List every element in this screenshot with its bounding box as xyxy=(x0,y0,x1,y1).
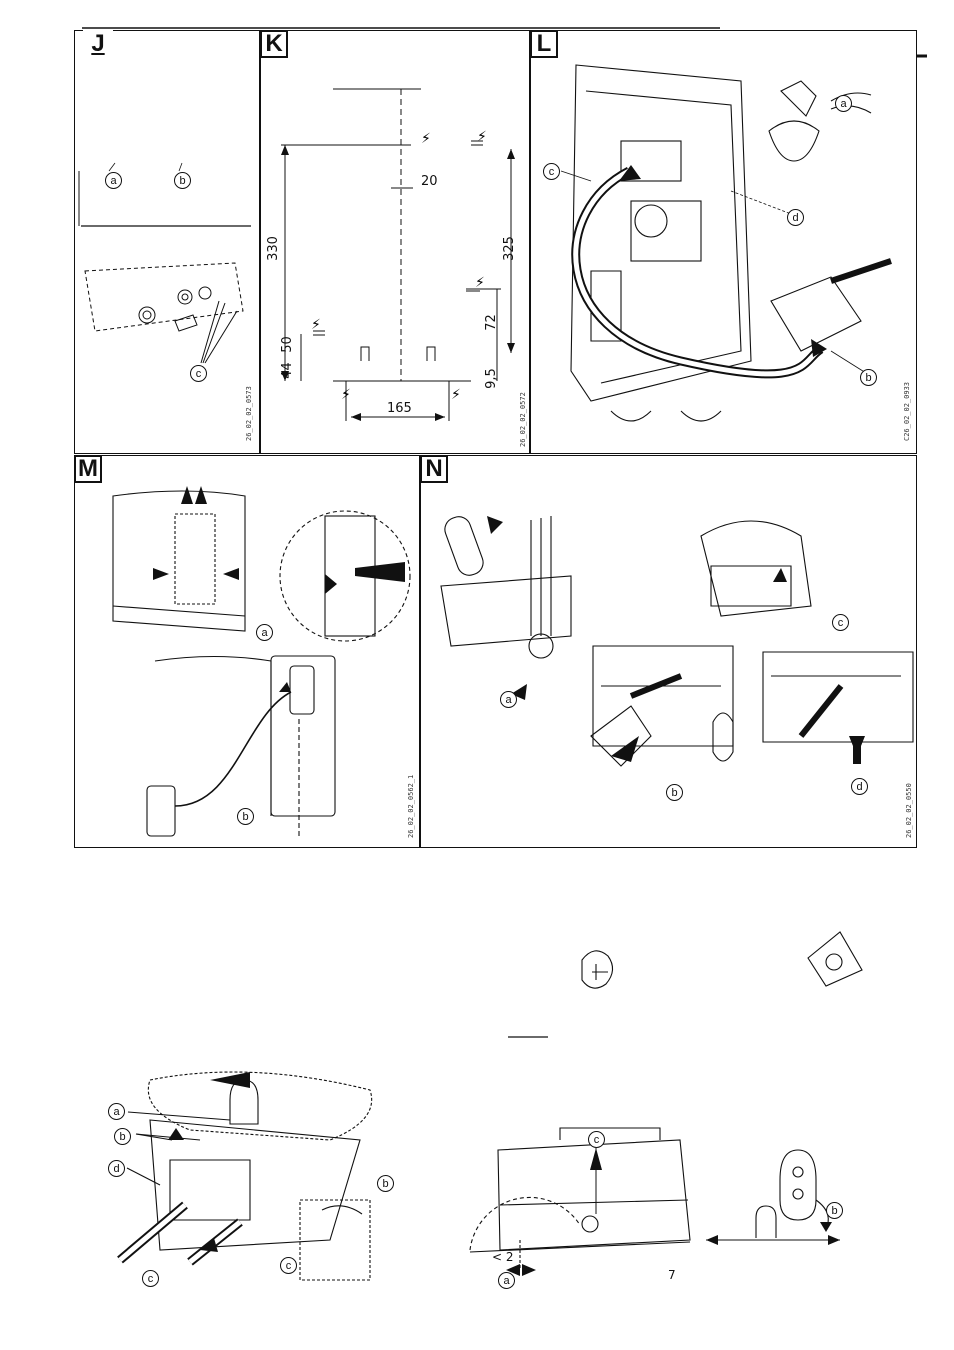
callout-c: c xyxy=(142,1270,159,1287)
drawing-code: 26_02_02_0573 xyxy=(245,386,253,441)
callout-b: b xyxy=(237,808,254,825)
electrical-connection-drawing xyxy=(531,31,918,455)
part-number: 7 xyxy=(668,1268,676,1282)
callout-a: a xyxy=(256,624,273,641)
svg-text:⚡: ⚡ xyxy=(451,387,461,403)
panel-m: M a b 26_02_02_0562_1 xyxy=(74,455,420,848)
callout-c: c xyxy=(280,1257,297,1274)
callout-a: a xyxy=(498,1272,515,1289)
callout-a: a xyxy=(835,95,852,112)
drawing-code: 26_02_02_0550 xyxy=(905,783,913,838)
callout-d: d xyxy=(108,1160,125,1177)
wall-mount-dimension-drawing: ⚡ ⚡ ⚡ ⚡ ⚡ ⚡ xyxy=(261,31,531,455)
panel-j: J a b c 26_02_02_0573 xyxy=(74,30,260,454)
panel-k: K ⚡ ⚡ ⚡ ⚡ ⚡ ⚡ xyxy=(260,30,530,454)
dim-50: 50 xyxy=(280,336,295,353)
dim-165: 165 xyxy=(387,401,412,416)
callout-c: c xyxy=(543,163,560,180)
callout-b: b xyxy=(860,369,877,386)
callout-b: b xyxy=(826,1202,843,1219)
drawing-code: 26_02_02_0572 xyxy=(519,392,527,447)
callout-b: b xyxy=(174,172,191,189)
dim-325: 325 xyxy=(502,236,517,261)
dim-lt-2: < 2 xyxy=(492,1250,514,1264)
callout-c: c xyxy=(190,365,207,382)
panel-n: N a b c d 26_02_02_0550 xyxy=(420,455,917,848)
callout-a: a xyxy=(105,172,122,189)
svg-text:⚡: ⚡ xyxy=(311,317,321,333)
callout-d: d xyxy=(851,778,868,795)
dim-20: 20 xyxy=(421,174,438,189)
callout-c: c xyxy=(588,1131,605,1148)
svg-text:⚡: ⚡ xyxy=(477,129,487,145)
drawing-code: 26_02_02_0562_1 xyxy=(407,775,415,838)
callout-a: a xyxy=(108,1103,125,1120)
callout-c: c xyxy=(832,614,849,631)
panel-l: L a b c d C26_02_02_0933 xyxy=(530,30,917,454)
panel-j-drawing xyxy=(75,31,261,455)
drawing-code: C26_02_02_0933 xyxy=(903,382,911,441)
dim-330: 330 xyxy=(266,236,281,261)
callout-b: b xyxy=(666,784,683,801)
svg-text:⚡: ⚡ xyxy=(421,131,431,147)
callout-b: b xyxy=(377,1175,394,1192)
callout-b: b xyxy=(114,1128,131,1145)
svg-text:⚡: ⚡ xyxy=(341,387,351,403)
svg-text:⚡: ⚡ xyxy=(475,275,485,291)
callout-d: d xyxy=(787,209,804,226)
control-panel-removal-drawing xyxy=(75,456,421,849)
callout-a: a xyxy=(500,691,517,708)
dim-72: 72 xyxy=(484,314,499,331)
dim-44: 44 xyxy=(280,362,295,379)
dim-9-5: 9,5 xyxy=(484,368,499,389)
